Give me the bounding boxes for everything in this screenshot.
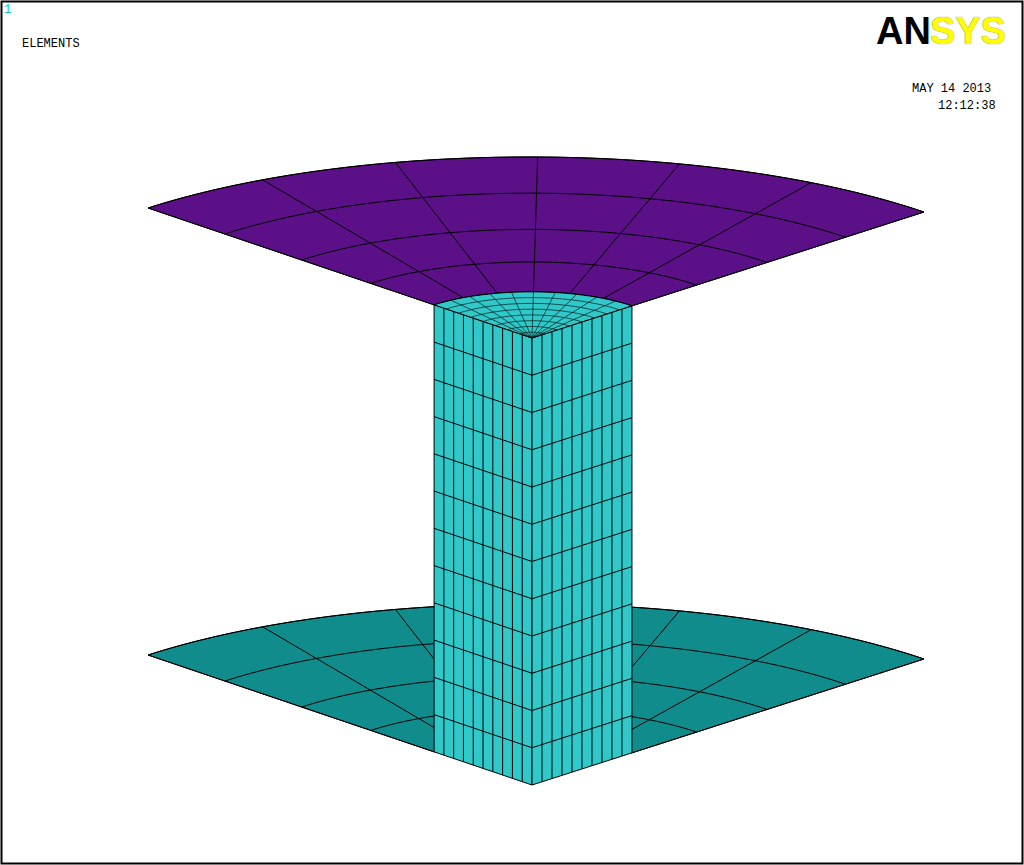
mesh-line	[532, 604, 632, 636]
mesh-line	[459, 303, 607, 314]
mesh-line	[225, 193, 846, 237]
mesh-line	[532, 380, 632, 412]
mesh-line	[532, 641, 632, 673]
mesh-line	[263, 627, 464, 745]
mesh-line	[434, 715, 532, 748]
mesh-line	[263, 180, 464, 298]
mesh-line	[483, 315, 582, 322]
mesh-line	[532, 418, 632, 450]
mesh-line	[434, 677, 532, 710]
mesh-line	[533, 157, 537, 292]
date-stamp: MAY 14 2013	[912, 83, 991, 95]
top-plate	[148, 157, 924, 306]
mesh-line	[532, 343, 632, 375]
finite-element-model	[148, 157, 924, 785]
mesh-line	[471, 309, 595, 318]
mesh-line	[495, 321, 569, 326]
mesh-line	[532, 716, 632, 748]
mesh-line	[446, 298, 619, 310]
mesh-line	[520, 332, 545, 334]
mesh-line	[302, 229, 768, 262]
mesh-line	[508, 326, 557, 330]
mesh-line	[603, 183, 811, 299]
column-top	[434, 292, 632, 338]
column-face	[532, 306, 632, 785]
mesh-line	[434, 528, 532, 561]
mesh-line	[434, 491, 532, 524]
mesh-line	[434, 640, 532, 673]
mesh-line	[532, 567, 632, 599]
mesh-line	[632, 212, 924, 306]
mesh-line	[570, 164, 680, 294]
mesh-line	[434, 379, 532, 412]
mesh-line	[371, 262, 697, 285]
mesh-line	[434, 603, 532, 636]
logo-part: SYS	[930, 12, 1006, 50]
time-stamp: 12:12:38	[938, 100, 996, 112]
window-number: 1	[4, 4, 11, 16]
column-face	[434, 305, 532, 785]
mesh-line	[603, 630, 811, 746]
mesh-line	[148, 157, 924, 212]
mesh-line	[148, 208, 434, 305]
mesh-line	[532, 455, 632, 487]
mesh-line	[148, 655, 434, 752]
logo-part: AN	[876, 12, 931, 50]
mesh-line	[532, 678, 632, 710]
plot-type: ELEMENTS	[22, 38, 80, 50]
mesh-line	[434, 454, 532, 487]
mesh-line	[434, 342, 532, 375]
mesh-line	[434, 417, 532, 450]
column-top-face	[434, 292, 632, 338]
column-left-face	[434, 305, 532, 785]
plate-surface	[148, 157, 924, 306]
mesh-line	[632, 659, 924, 753]
mesh-line	[532, 529, 632, 561]
mesh-line	[434, 566, 532, 599]
column-right-face	[532, 306, 632, 785]
mesh-line	[532, 492, 632, 524]
